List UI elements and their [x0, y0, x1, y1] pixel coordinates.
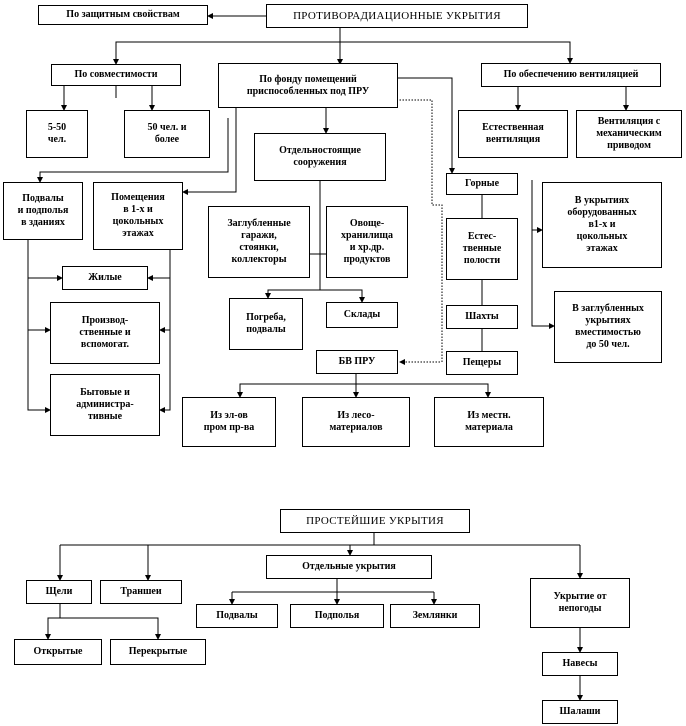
by-capacity: По совместимости — [51, 64, 181, 86]
connector-line — [60, 617, 161, 640]
natural-cavities: Естес- твенные полости — [446, 218, 518, 280]
shelter-ground-floors: В укрытиях оборудованных в1-х и цокольны… — [542, 182, 662, 268]
connector-line — [398, 99, 443, 362]
connector-line — [182, 108, 237, 195]
slits: Щели — [26, 580, 92, 604]
industrial-auxiliary: Производ- ственные и вспомогат. — [50, 302, 160, 364]
from-industrial-elements: Из эл-ов пром пр-ва — [182, 397, 276, 447]
from-local-materials: Из местн. материала — [434, 397, 544, 447]
open-slits: Открытые — [14, 639, 102, 665]
weather-shelter: Укрытие от непогоды — [530, 578, 630, 628]
by-premises-fund: По фонду помещений приспособленных под П… — [218, 63, 398, 108]
bv-pru: БВ ПРУ — [316, 350, 398, 374]
mountain-shelters: Горные — [446, 173, 518, 195]
connector-line — [37, 118, 229, 183]
trenches: Траншеи — [100, 580, 182, 604]
caves: Пещеры — [446, 351, 518, 375]
huts: Шалаши — [542, 700, 618, 724]
connector-line — [147, 250, 171, 281]
vegetable-storage: Овоще- хранилища и хр.др. продуктов — [326, 206, 408, 278]
connector-line — [159, 278, 171, 413]
shelter-buried-50: В заглубленных укрытиях вместимостью до … — [554, 291, 662, 363]
connector-line — [27, 240, 63, 281]
natural-ventilation: Естественная вентиляция — [458, 110, 568, 158]
separate-shelters: Отдельные укрытия — [266, 555, 432, 579]
mechanical-ventilation: Вентиляция с механическим приводом — [576, 110, 682, 158]
root-anti-radiation-shelters: ПРОТИВОРАДИАЦИОННЫЕ УКРЫТИЯ — [266, 4, 528, 28]
connector-line — [27, 270, 51, 413]
separate-basements: Подвалы — [196, 604, 278, 628]
by-ventilation: По обеспечению вентиляцией — [481, 63, 661, 87]
cellars: Погреба, подвалы — [229, 298, 303, 350]
canopies: Навесы — [542, 652, 618, 676]
connector-line — [320, 289, 365, 303]
connector-line — [340, 41, 573, 64]
mines: Шахты — [446, 305, 518, 329]
connector-line — [237, 374, 357, 398]
dugouts: Землянки — [390, 604, 480, 628]
buried-garages: Заглубленные гаражи, стоянки, коллекторы — [208, 206, 310, 278]
connector-line — [113, 41, 340, 65]
crawl-spaces: Подполья — [290, 604, 384, 628]
basements-in-buildings: Подвалы и подполья в зданиях — [3, 182, 83, 240]
by-protective-properties: По защитным свойствам — [38, 5, 208, 25]
root-simple-shelters: ПРОСТЕЙШИЕ УКРЫТИЯ — [280, 509, 470, 533]
capacity-5-50: 5-50 чел. — [26, 110, 88, 158]
connector-line — [531, 180, 555, 329]
from-timber: Из лесо- материалов — [302, 397, 410, 447]
connector-line — [398, 77, 455, 174]
residential: Жилые — [62, 266, 148, 290]
capacity-50-plus: 50 чел. и более — [124, 110, 210, 158]
connector-line — [265, 181, 321, 299]
warehouses: Склады — [326, 302, 398, 328]
ground-floor-rooms: Помещения в 1-х и цокольных этажах — [93, 182, 183, 250]
connector-line — [356, 383, 491, 398]
covered-slits: Перекрытые — [110, 639, 206, 665]
detached-structures: Отдельностоящие сооружения — [254, 133, 386, 181]
connector-line — [45, 604, 61, 640]
household-administrative: Бытовые и администра- тивные — [50, 374, 160, 436]
